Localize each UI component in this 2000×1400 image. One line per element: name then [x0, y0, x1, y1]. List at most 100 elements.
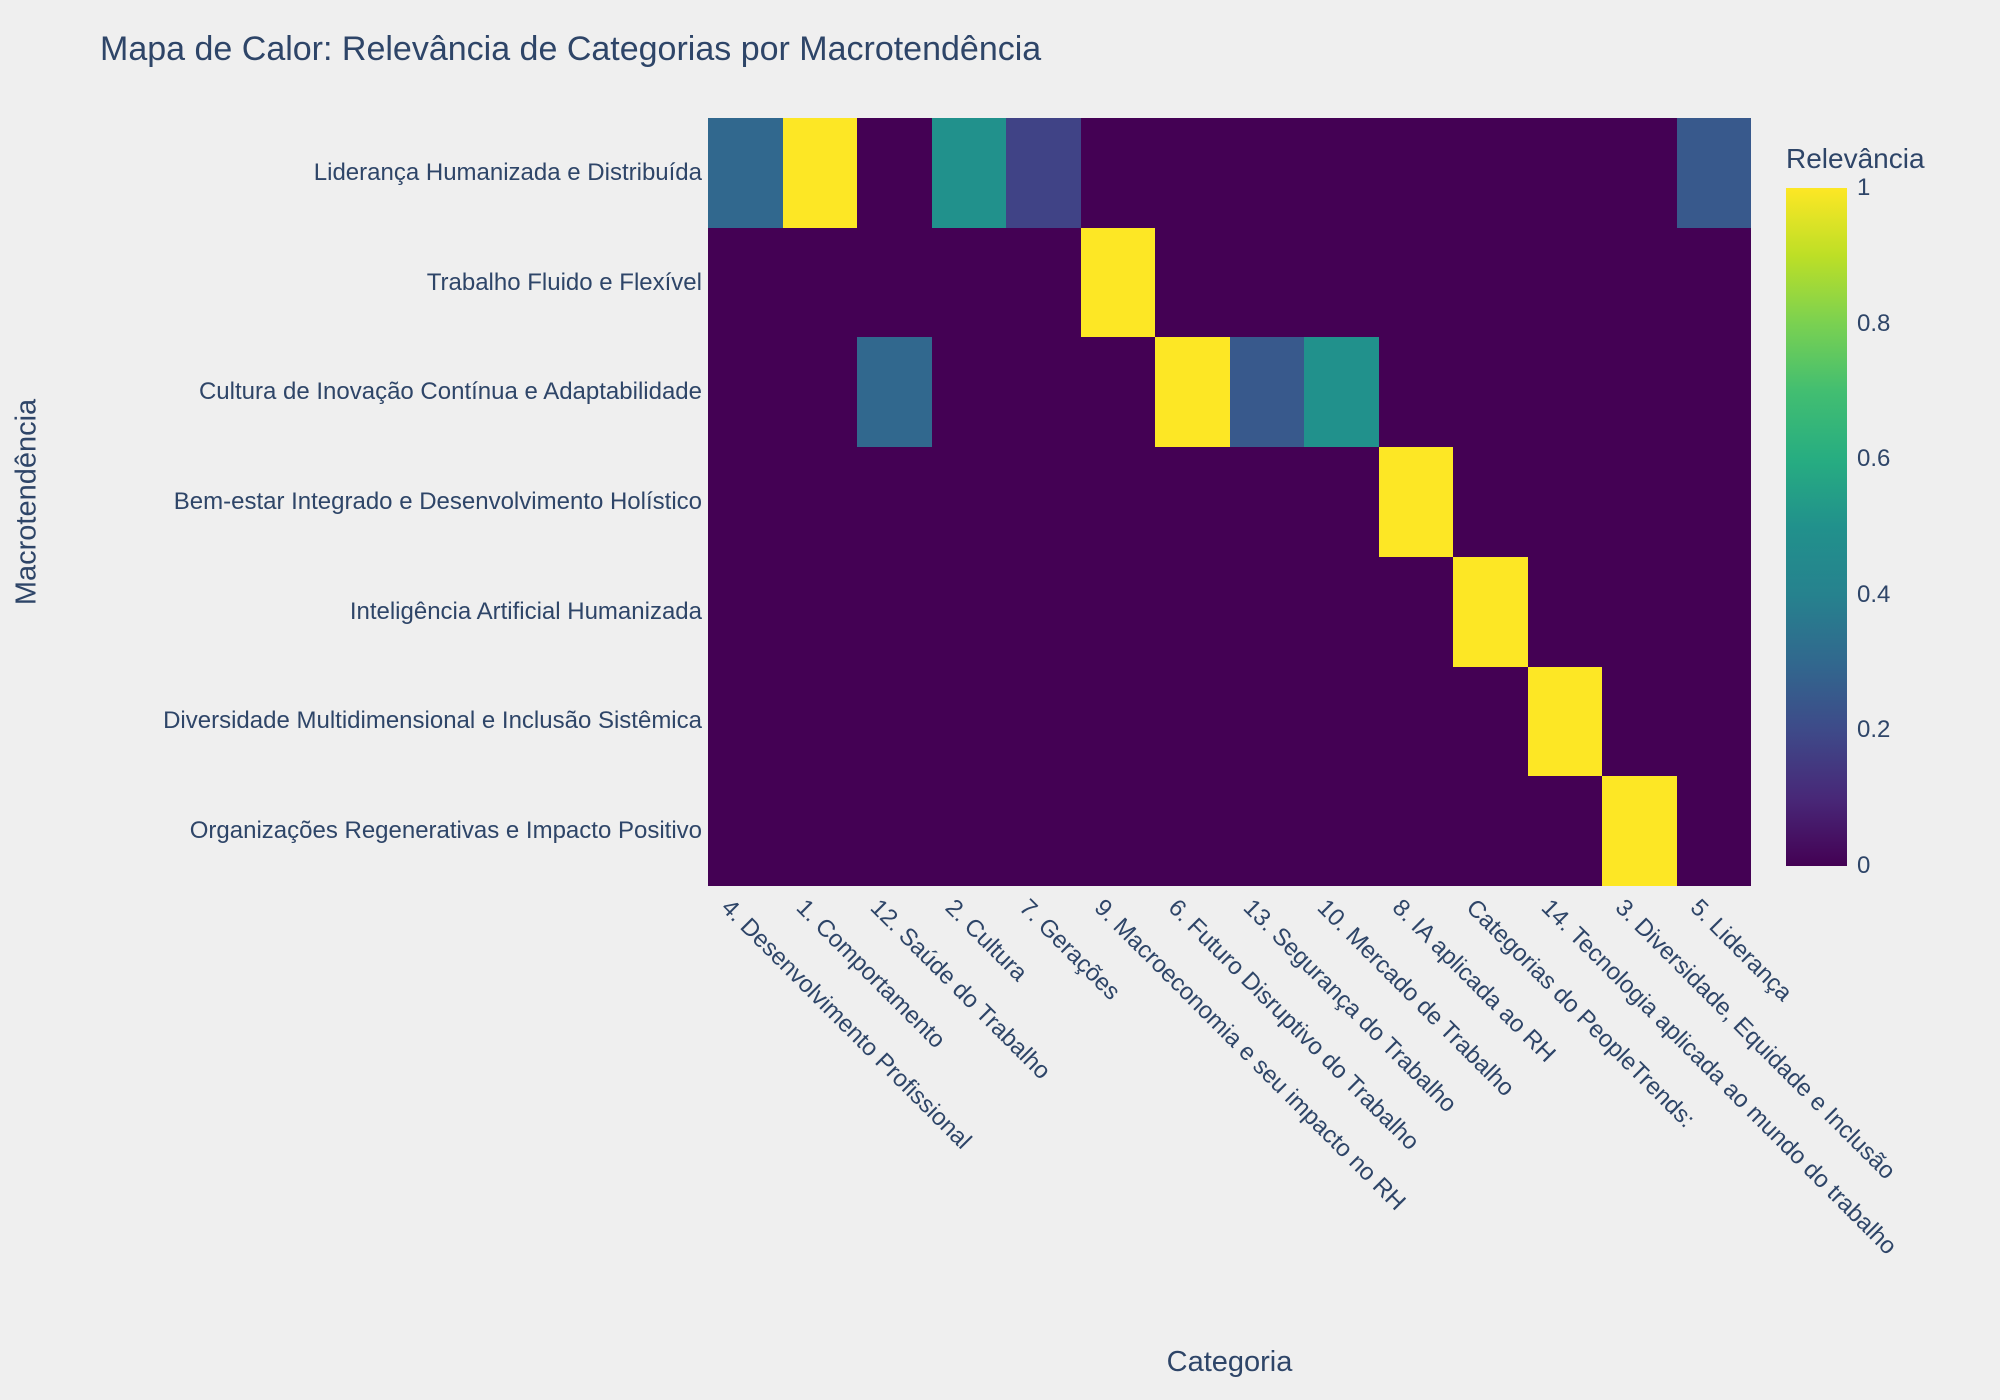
heatmap-cell[interactable]: [1155, 228, 1230, 337]
heatmap-cell[interactable]: [1304, 447, 1379, 557]
heatmap-cell[interactable]: [932, 776, 1006, 886]
heatmap-cell[interactable]: [857, 667, 932, 776]
heatmap-cell[interactable]: [783, 447, 857, 557]
heatmap-cell[interactable]: [1453, 557, 1528, 667]
heatmap-cell[interactable]: [1379, 557, 1453, 667]
heatmap-cell[interactable]: [708, 228, 783, 337]
heatmap-cell[interactable]: [932, 447, 1006, 557]
heatmap-cell[interactable]: [932, 557, 1006, 667]
heatmap-cell[interactable]: [1230, 228, 1304, 337]
heatmap-cell[interactable]: [1081, 667, 1155, 776]
heatmap-cell[interactable]: [1081, 337, 1155, 447]
heatmap-cell[interactable]: [1602, 667, 1677, 776]
heatmap-cell[interactable]: [1081, 228, 1155, 337]
heatmap-cell[interactable]: [1230, 447, 1304, 557]
heatmap-cell[interactable]: [1006, 447, 1081, 557]
heatmap-cell[interactable]: [932, 337, 1006, 447]
heatmap-cell[interactable]: [857, 447, 932, 557]
heatmap-cell[interactable]: [1453, 667, 1528, 776]
heatmap-cell[interactable]: [1379, 337, 1453, 447]
colorbar-gradient[interactable]: [1786, 188, 1847, 866]
heatmap-cell[interactable]: [1230, 776, 1304, 886]
heatmap-cell[interactable]: [1081, 118, 1155, 228]
heatmap-cell[interactable]: [783, 667, 857, 776]
heatmap-cell[interactable]: [1155, 557, 1230, 667]
heatmap-cell[interactable]: [1081, 447, 1155, 557]
heatmap-cell[interactable]: [1379, 667, 1453, 776]
heatmap-cell[interactable]: [1602, 557, 1677, 667]
heatmap-cell[interactable]: [1304, 557, 1379, 667]
heatmap-cell[interactable]: [1379, 228, 1453, 337]
heatmap-cell[interactable]: [1602, 776, 1677, 886]
heatmap-cell[interactable]: [708, 557, 783, 667]
heatmap-cell[interactable]: [1453, 118, 1528, 228]
heatmap-cell[interactable]: [1453, 447, 1528, 557]
heatmap-cell[interactable]: [1230, 118, 1304, 228]
heatmap-cell[interactable]: [1677, 776, 1751, 886]
heatmap-cell[interactable]: [1528, 557, 1602, 667]
heatmap-cell[interactable]: [1006, 667, 1081, 776]
heatmap-cell[interactable]: [1677, 118, 1751, 228]
heatmap-cell[interactable]: [1677, 447, 1751, 557]
heatmap-cell[interactable]: [1230, 337, 1304, 447]
heatmap-cell[interactable]: [857, 118, 932, 228]
heatmap-cell[interactable]: [857, 776, 932, 886]
heatmap-cell[interactable]: [708, 667, 783, 776]
heatmap-cell[interactable]: [857, 228, 932, 337]
heatmap-cell[interactable]: [1528, 667, 1602, 776]
heatmap-cell[interactable]: [1602, 337, 1677, 447]
heatmap-cell[interactable]: [783, 557, 857, 667]
heatmap-cell[interactable]: [1081, 776, 1155, 886]
heatmap-cell[interactable]: [1453, 776, 1528, 886]
heatmap-cell[interactable]: [1379, 776, 1453, 886]
heatmap-cell[interactable]: [1304, 118, 1379, 228]
heatmap-cell[interactable]: [1006, 228, 1081, 337]
heatmap-cell[interactable]: [708, 337, 783, 447]
heatmap-cell[interactable]: [932, 118, 1006, 228]
heatmap-cell[interactable]: [1230, 667, 1304, 776]
heatmap-cell[interactable]: [1528, 776, 1602, 886]
heatmap-cell[interactable]: [1528, 118, 1602, 228]
heatmap-cell[interactable]: [1304, 337, 1379, 447]
heatmap-cell[interactable]: [857, 337, 932, 447]
heatmap-cell[interactable]: [1006, 557, 1081, 667]
heatmap-cell[interactable]: [1155, 776, 1230, 886]
heatmap-cell[interactable]: [1528, 228, 1602, 337]
heatmap-cell[interactable]: [708, 776, 783, 886]
heatmap-cell[interactable]: [1453, 228, 1528, 337]
heatmap-cell[interactable]: [1006, 337, 1081, 447]
heatmap-cell[interactable]: [1602, 228, 1677, 337]
heatmap-cell[interactable]: [1155, 667, 1230, 776]
heatmap-cell[interactable]: [1379, 118, 1453, 228]
heatmap-cell[interactable]: [857, 557, 932, 667]
heatmap-cell[interactable]: [708, 118, 783, 228]
heatmap-cell[interactable]: [783, 118, 857, 228]
heatmap-cell[interactable]: [1677, 228, 1751, 337]
heatmap-cell[interactable]: [1155, 118, 1230, 228]
heatmap-cell[interactable]: [1230, 557, 1304, 667]
heatmap-cell[interactable]: [1081, 557, 1155, 667]
heatmap-cell[interactable]: [1379, 447, 1453, 557]
heatmap-cell[interactable]: [1528, 337, 1602, 447]
heatmap-cell[interactable]: [1453, 337, 1528, 447]
heatmap-cell[interactable]: [1304, 776, 1379, 886]
heatmap-cell[interactable]: [1677, 557, 1751, 667]
heatmap-cell[interactable]: [1677, 667, 1751, 776]
heatmap-cell[interactable]: [932, 667, 1006, 776]
heatmap-plot-area[interactable]: [708, 118, 1751, 886]
heatmap-cell[interactable]: [1006, 776, 1081, 886]
heatmap-cell[interactable]: [1677, 337, 1751, 447]
heatmap-cell[interactable]: [1602, 118, 1677, 228]
heatmap-cell[interactable]: [1304, 667, 1379, 776]
heatmap-cell[interactable]: [1155, 337, 1230, 447]
heatmap-cell[interactable]: [1304, 228, 1379, 337]
heatmap-cell[interactable]: [708, 447, 783, 557]
heatmap-cell[interactable]: [1006, 118, 1081, 228]
heatmap-cell[interactable]: [932, 228, 1006, 337]
heatmap-cell[interactable]: [783, 337, 857, 447]
heatmap-cell[interactable]: [1602, 447, 1677, 557]
heatmap-cell[interactable]: [1155, 447, 1230, 557]
heatmap-cell[interactable]: [783, 228, 857, 337]
heatmap-cell[interactable]: [1528, 447, 1602, 557]
heatmap-cell[interactable]: [783, 776, 857, 886]
